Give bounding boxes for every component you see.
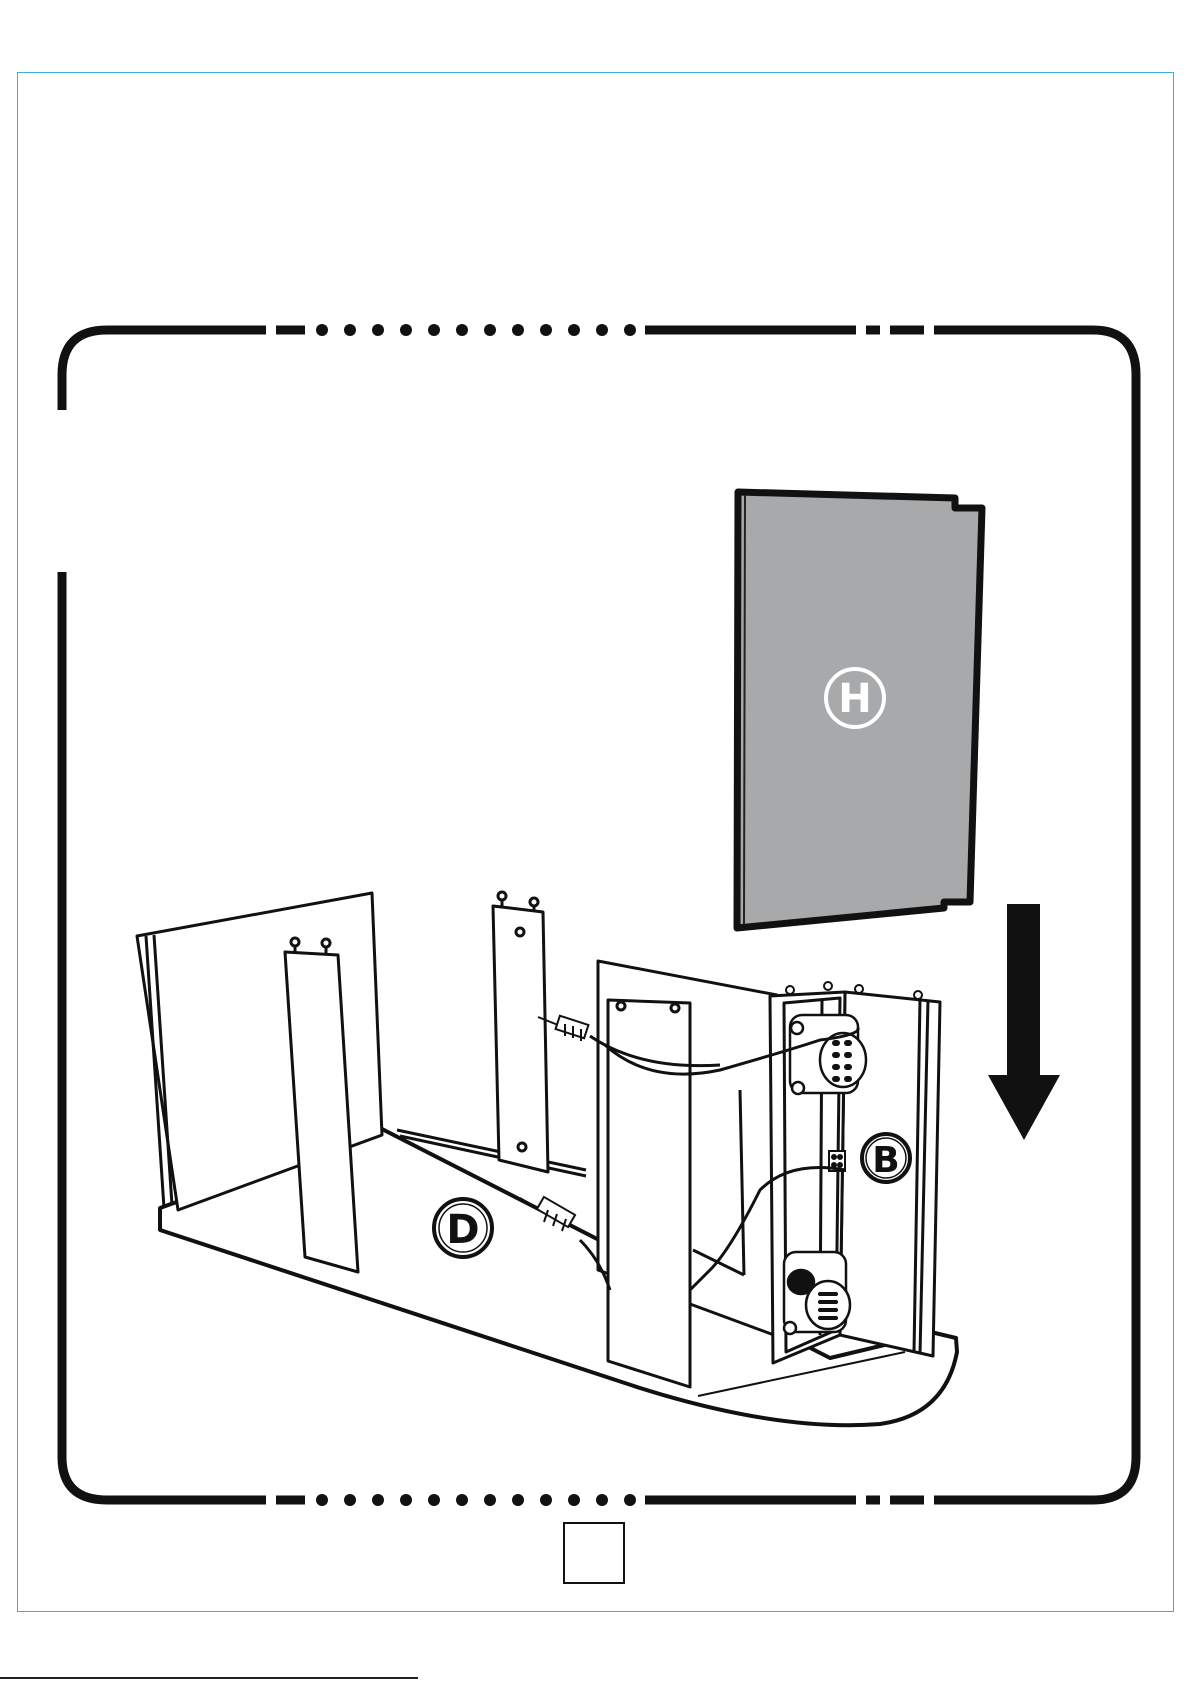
part-b-marker: B bbox=[862, 1134, 910, 1182]
speaker-icon bbox=[790, 1015, 866, 1094]
frame-dots-top bbox=[316, 324, 636, 336]
down-arrow-icon bbox=[988, 904, 1060, 1140]
speaker-icon bbox=[784, 1252, 850, 1334]
panel-h: H bbox=[737, 492, 982, 928]
footer-rule bbox=[0, 1677, 418, 1679]
middle-divider bbox=[493, 892, 548, 1172]
part-b-label: B bbox=[872, 1140, 899, 1181]
page-number-box bbox=[563, 1522, 625, 1584]
part-h-label: H bbox=[838, 676, 871, 722]
frame-dots-bottom bbox=[316, 1494, 636, 1506]
part-d-marker: D bbox=[434, 1199, 492, 1257]
part-d-label: D bbox=[446, 1207, 479, 1253]
